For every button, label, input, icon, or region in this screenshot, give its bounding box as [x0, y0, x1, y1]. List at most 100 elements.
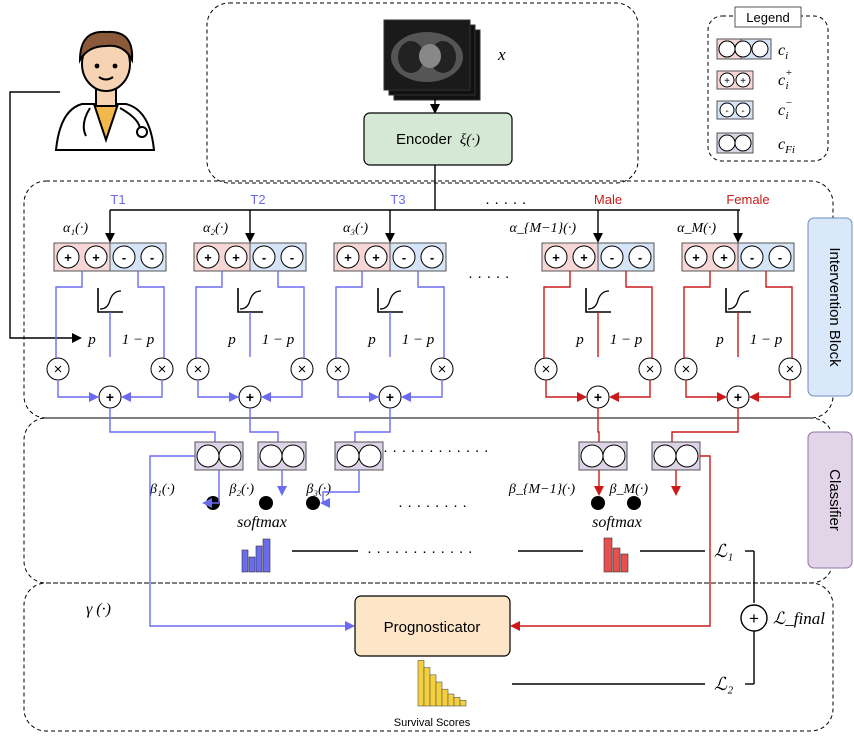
p-label-2: p [227, 332, 236, 348]
feature-to-dot-arrow [322, 470, 360, 503]
encoder-box [363, 112, 513, 166]
clinician-icon [54, 30, 156, 151]
legend-label-ci: ci [778, 42, 788, 62]
sigmoid-curve [587, 290, 610, 310]
concept-node [224, 245, 248, 269]
classifier-group-box [23, 417, 834, 584]
feature-node [196, 444, 220, 468]
concept-sign: - [290, 250, 294, 265]
multiply-symbol: × [194, 361, 203, 378]
sigmoid-axes [237, 288, 263, 313]
intervention-block-tab [807, 217, 853, 397]
to-feature-line [597, 408, 600, 442]
mix-arrow [57, 380, 99, 402]
survival-bar [435, 681, 443, 707]
sigmoid-axes [97, 288, 123, 313]
softmax-input-dot-3 [306, 496, 320, 510]
legend: Legend ci + + c+i - - c−i cFi [707, 6, 829, 162]
mix-arrow [197, 380, 239, 402]
concept-sign: - [150, 250, 154, 265]
alpha-label-4: α_{M−1}(·) [510, 221, 577, 236]
mix-arrow [749, 380, 791, 402]
softmax-label-left: softmax [237, 514, 287, 531]
branch-line [625, 271, 653, 326]
concept-node [140, 245, 164, 269]
column-tag-4: Male [594, 192, 622, 207]
concept-sign: - [402, 250, 406, 265]
encoder-group-box [206, 2, 639, 184]
branch-line [417, 271, 445, 326]
loss-l1: ℒ₁ [714, 541, 733, 561]
concept-node [628, 245, 652, 269]
concept-sign: + [720, 250, 728, 265]
alpha-label-1: α₁(·) [63, 221, 88, 236]
beta-label-1: β₁(·) [149, 482, 175, 497]
multiply-symbol: × [298, 361, 307, 378]
feature-node [675, 444, 699, 468]
add-symbol: + [246, 389, 254, 405]
mix-arrow [121, 380, 163, 402]
mix-arrow [401, 380, 443, 402]
intervention-group-box [23, 180, 834, 419]
multiply-symbol: × [54, 361, 63, 378]
survival-bar [459, 699, 467, 707]
gamma-arrow [149, 455, 355, 631]
concept-node [56, 245, 80, 269]
multiply-symbol: × [334, 361, 343, 378]
survival-bar [447, 693, 455, 707]
feature-node [653, 444, 677, 468]
svg-text:-: - [725, 106, 728, 117]
column-tag-1: T1 [110, 192, 125, 207]
concept-node [684, 245, 708, 269]
class-histogram-blue [241, 538, 271, 573]
concept-sign: + [692, 250, 700, 265]
one-minus-p-label-5: 1 − p [750, 332, 783, 348]
multiply-symbol: × [438, 361, 447, 378]
concept-sign: - [638, 250, 642, 265]
alpha-label-2: α₂(·) [203, 221, 228, 236]
svg-text:-: - [741, 106, 744, 117]
concept-sign: + [580, 250, 588, 265]
to-feature-line [671, 408, 739, 442]
survival-bar [423, 667, 431, 707]
concept-sign: + [92, 250, 100, 265]
sigmoid-axes [377, 288, 403, 313]
mid-ellipsis: · · · · · [468, 268, 510, 285]
svg-text:+: + [724, 76, 730, 87]
branch-line [683, 271, 711, 326]
concept-node [364, 245, 388, 269]
concept-sign: + [232, 250, 240, 265]
beta-label-3: β₃(·) [305, 482, 331, 497]
input-symbol: x [497, 45, 506, 64]
mix-arrow [609, 380, 651, 402]
concept-node [600, 245, 624, 269]
softmax-input-dot-4 [591, 496, 605, 510]
branch-line [335, 271, 363, 326]
sigmoid-curve [239, 290, 262, 310]
to-feature-line [249, 408, 279, 442]
mix-arrow [261, 380, 303, 402]
feature-node [259, 444, 283, 468]
one-minus-p-label-4: 1 − p [610, 332, 643, 348]
feature-node [336, 444, 360, 468]
p-label-3: p [367, 332, 376, 348]
branch-line [195, 271, 223, 326]
svg-text:+: + [749, 609, 759, 628]
mix-arrow [685, 380, 727, 402]
softmax-input-dot-5 [627, 496, 641, 510]
legend-label-ci-minus: c−i [778, 97, 793, 122]
beta-label-5: β_M(·) [609, 482, 649, 497]
sigmoid-axes [725, 288, 751, 313]
loss-l2: ℒ₂ [714, 674, 733, 694]
female-feature-arrow [510, 455, 711, 631]
svg-text:+: + [740, 76, 746, 87]
concept-node [712, 245, 736, 269]
concept-node [392, 245, 416, 269]
column-tag-5: Female [726, 192, 769, 207]
concept-sign: + [552, 250, 560, 265]
top-ellipsis: · · · · · [485, 194, 527, 211]
legend-label-cfi: cFi [778, 136, 795, 156]
p-label-1: p [87, 332, 96, 348]
